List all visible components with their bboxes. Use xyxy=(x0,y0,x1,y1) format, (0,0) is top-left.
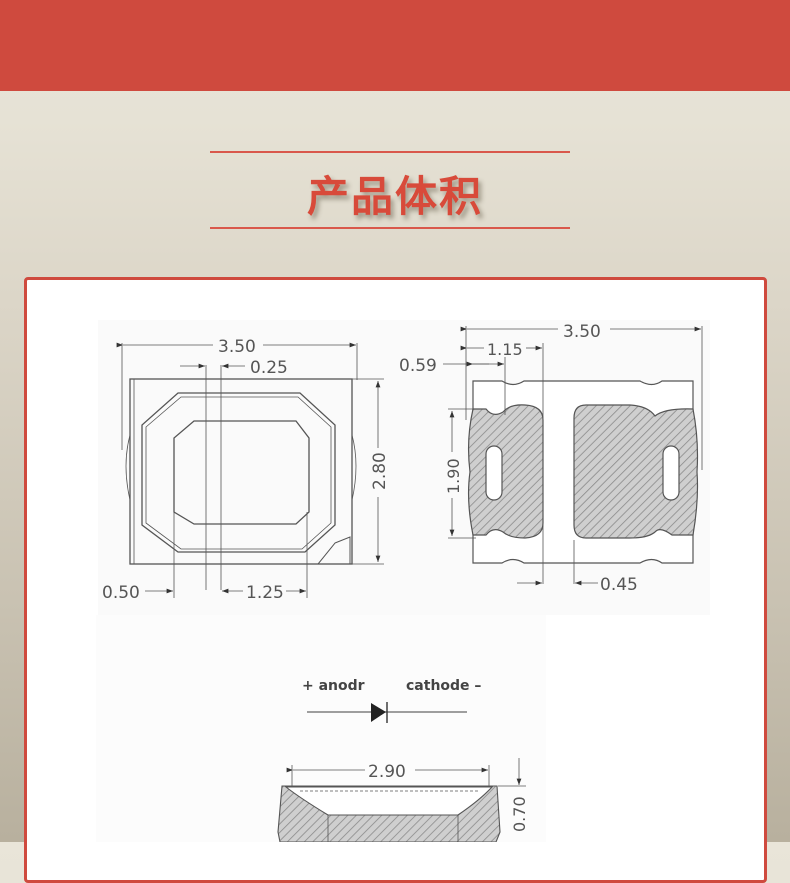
side-view xyxy=(277,758,526,842)
title-rule-top xyxy=(210,151,570,153)
side-height-label: 0.70 xyxy=(510,796,529,832)
title-rule-bottom xyxy=(210,227,570,229)
dimension-drawing: 3.50 0.25 2.80 0.50 1.25 3 xyxy=(102,322,703,842)
bottom-pad-height-label: 1.90 xyxy=(444,458,463,494)
top-left-margin-label: 0.50 xyxy=(102,583,140,603)
bottom-pad-width-label: 1.15 xyxy=(487,340,523,359)
top-view xyxy=(116,342,384,598)
top-inner-width-label: 1.25 xyxy=(246,583,284,603)
anode-label: + anodr xyxy=(302,678,365,694)
header-band xyxy=(0,0,790,91)
section-title: 产品体积 xyxy=(306,172,483,221)
top-width-label: 3.50 xyxy=(218,337,256,357)
top-height-label: 2.80 xyxy=(370,452,390,490)
bottom-pad-inset-label: 0.59 xyxy=(399,356,437,376)
bottom-gap-label: 0.45 xyxy=(600,575,638,595)
side-width-label: 2.90 xyxy=(368,762,406,782)
top-offset-label: 0.25 xyxy=(250,358,288,378)
diode-symbol-icon xyxy=(307,702,467,723)
cathode-label: cathode – xyxy=(406,678,481,694)
bottom-view xyxy=(443,326,703,586)
bottom-width-label: 3.50 xyxy=(563,322,601,342)
